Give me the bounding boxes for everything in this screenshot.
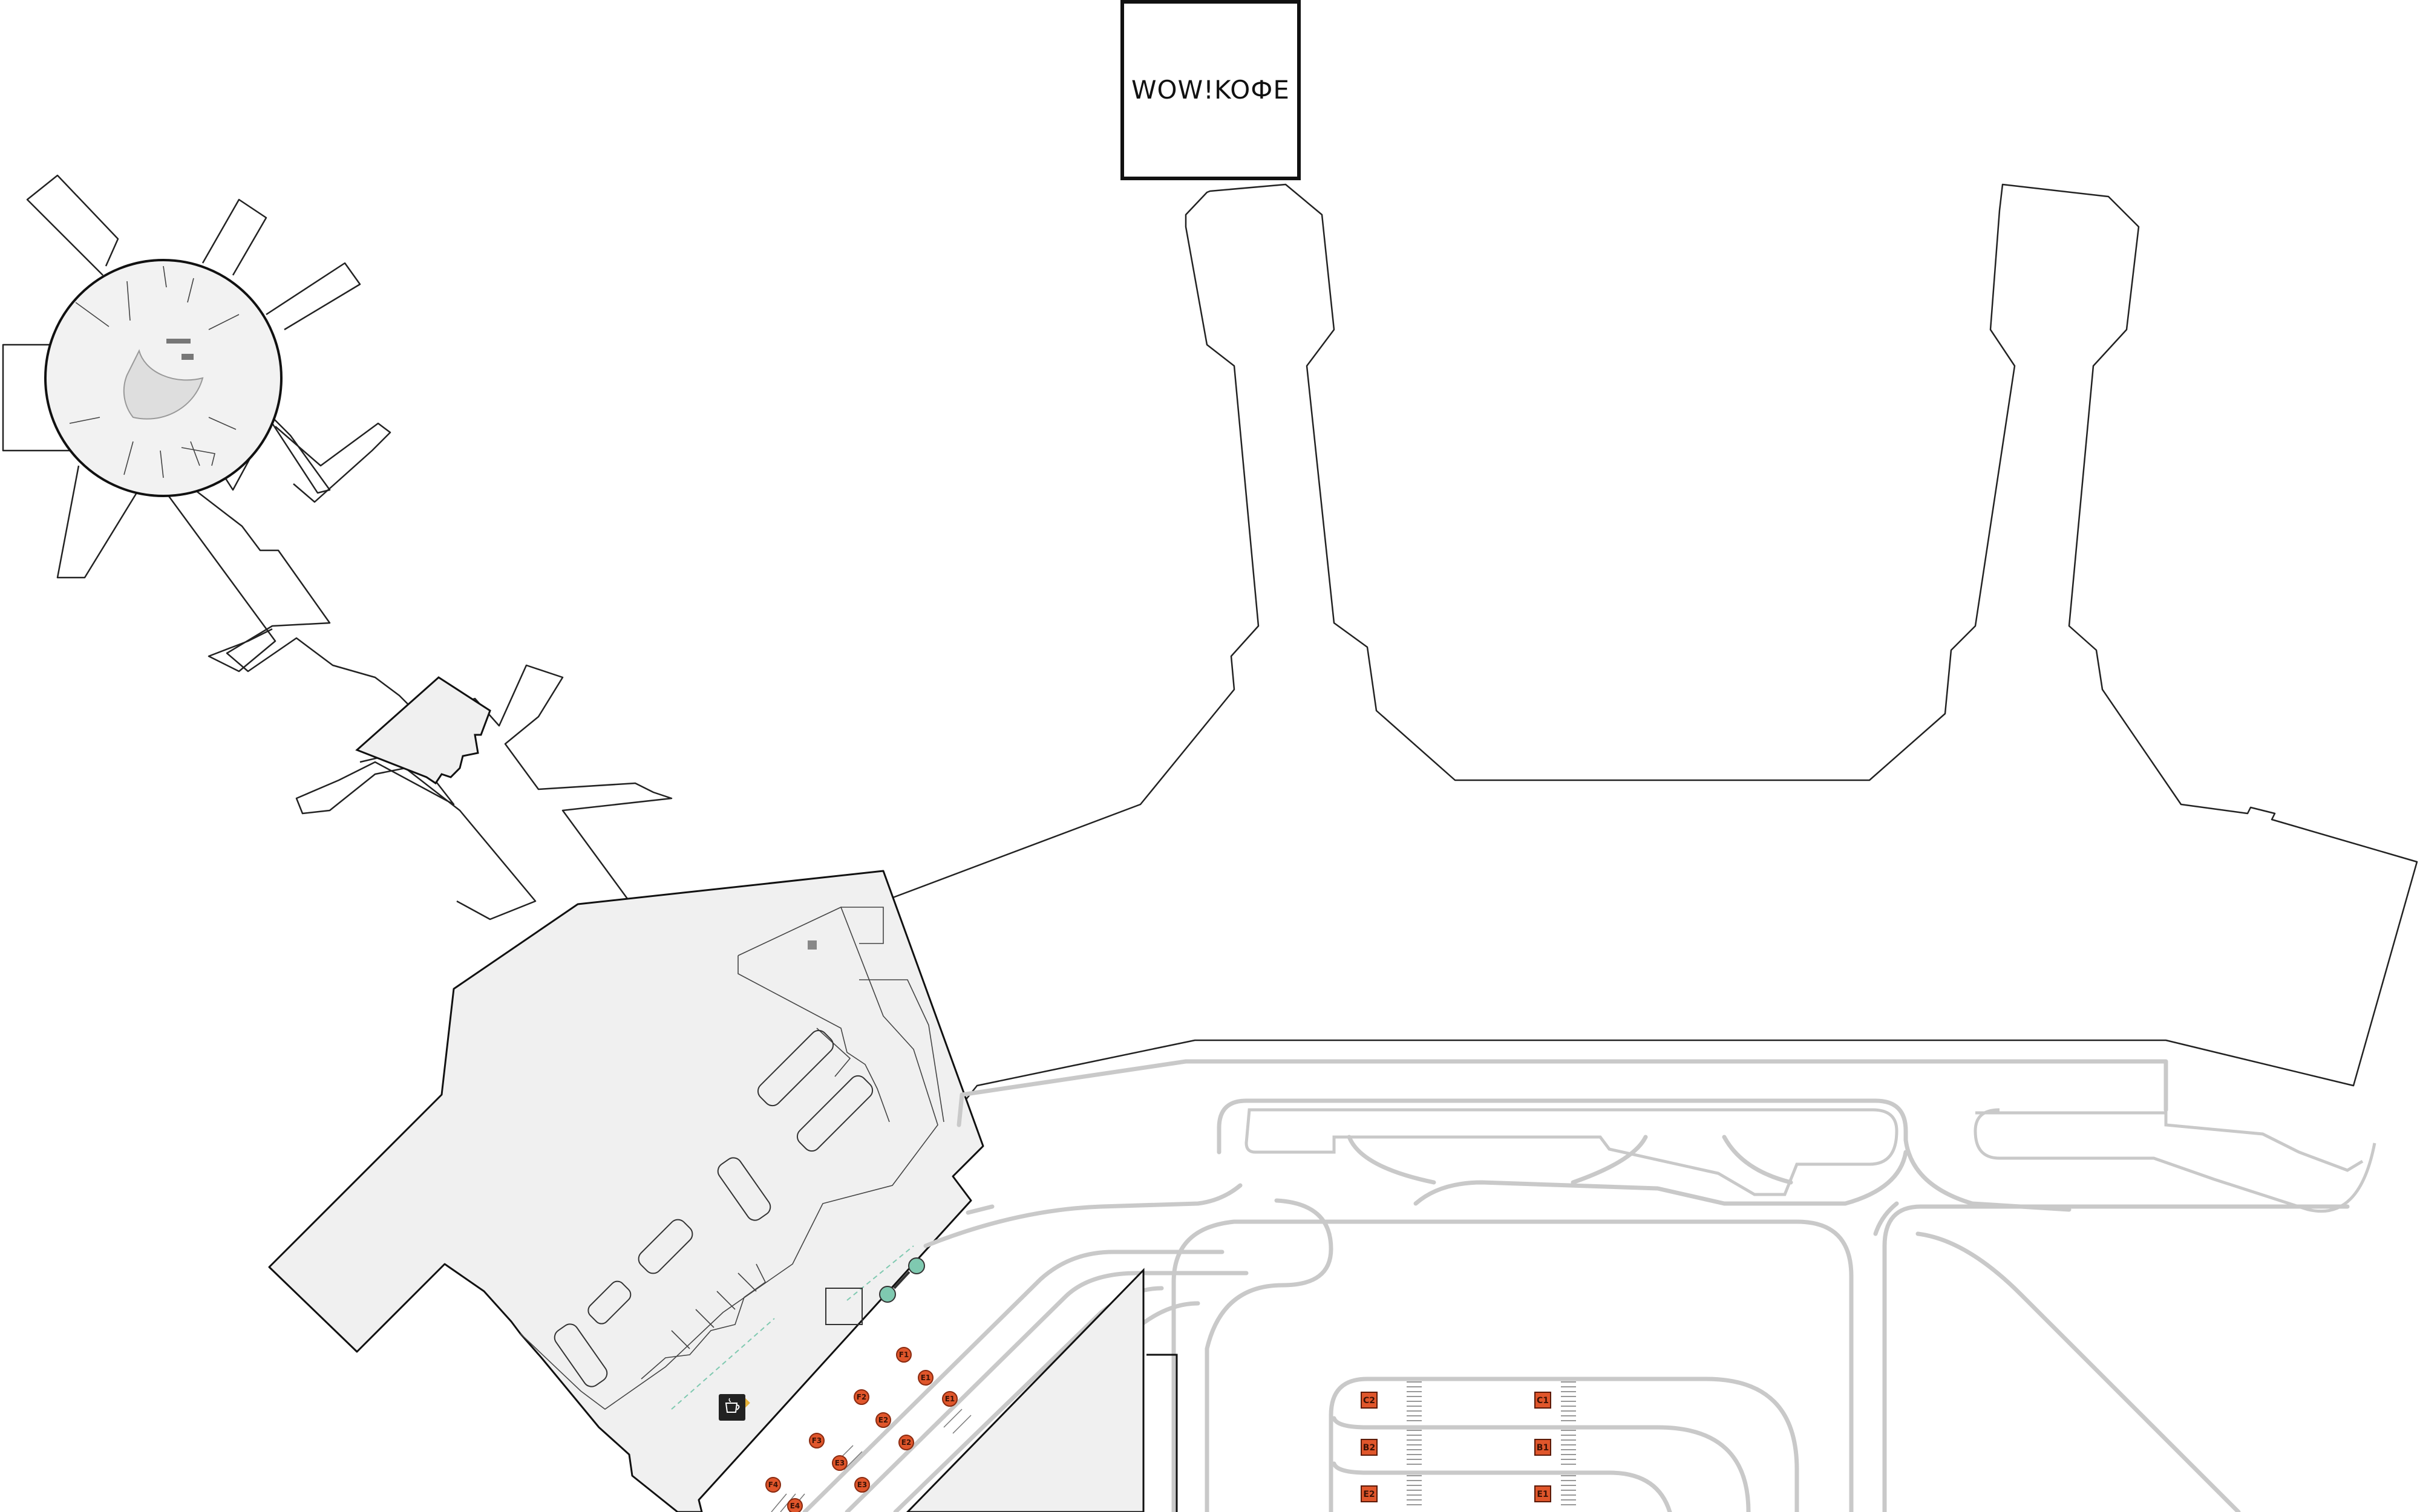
parking-zone-icon [1534,1439,1551,1456]
bus-stop-label: E1 [945,1395,955,1403]
bus-stop-icon [896,1347,912,1363]
bus-stop-icon [854,1477,870,1493]
bus-stop-marker[interactable]: E2 [875,1412,891,1428]
bus-stop-marker[interactable]: E1 [918,1370,934,1386]
bus-stop-label: F4 [768,1481,779,1489]
parking-zone-icon [1534,1392,1551,1409]
bus-stop-icon [942,1391,958,1407]
road-network [802,1059,2376,1512]
parking-zone-marker[interactable]: B1 [1534,1439,1551,1456]
bus-stop-marker[interactable]: E3 [832,1455,848,1471]
bus-stop-icon [832,1455,848,1471]
bus-stop-marker[interactable]: E4 [787,1498,803,1512]
bus-stop-marker[interactable]: E2 [898,1435,914,1450]
bus-stop-marker[interactable]: F3 [809,1433,825,1448]
parking-zone-marker[interactable]: C1 [1534,1392,1551,1409]
bus-stop-label: E3 [835,1459,845,1467]
bus-stop-label: E2 [901,1438,912,1447]
parking-zone-label: E2 [1363,1490,1375,1499]
bus-stop-marker[interactable]: F2 [854,1389,869,1405]
cafe-callout-box [1120,0,1301,180]
parking-zone-icon [1361,1485,1378,1502]
bus-stop-label: F2 [857,1393,867,1401]
terminal-building [268,870,984,1512]
bus-stop-marker[interactable]: E1 [942,1391,958,1407]
bus-stop-marker[interactable]: F4 [765,1477,781,1493]
bus-stop-icon [854,1389,869,1405]
cafe-name: WOW!KOФE [1131,75,1290,105]
coffee-cup-icon[interactable] [719,1394,745,1421]
bus-stop-icon [918,1370,934,1386]
satellite-pier [2,174,673,921]
bus-stop-icon [787,1498,803,1512]
bus-stop-label: F3 [812,1436,822,1445]
bus-stop-label: E4 [790,1502,800,1510]
main-concourse-outline [883,183,2418,1116]
bus-stop-icon [898,1435,914,1450]
cafe-callout[interactable]: WOW!KOФE [1120,0,1301,180]
shuttle-stop-icon[interactable] [879,1257,925,1303]
parking-zone-icon [1534,1485,1551,1502]
parking-zone-marker[interactable]: C2 [1361,1392,1378,1409]
parking-zone-label: B2 [1363,1443,1375,1453]
bus-stop-label: F1 [899,1351,909,1359]
parking-zone-icon [1361,1439,1378,1456]
bus-stop-label: E2 [878,1416,889,1424]
parking-zone-icon [1361,1392,1378,1409]
bus-stop-label: E3 [857,1481,868,1489]
parking-zone-marker[interactable]: E2 [1361,1485,1378,1502]
parking-zone-label: E1 [1537,1490,1548,1499]
parking-zone-marker[interactable]: B2 [1361,1439,1378,1456]
parking-zone-label: B1 [1537,1443,1549,1453]
parking-zone-label: C2 [1363,1396,1375,1406]
bus-stop-icon [765,1477,781,1493]
bus-stop-marker[interactable]: E3 [854,1477,870,1493]
bus-stop-label: E1 [921,1374,931,1382]
parking-zone-marker[interactable]: E1 [1534,1485,1551,1502]
bus-stop-icon [875,1412,891,1428]
bus-stop-marker[interactable]: F1 [896,1347,912,1363]
parking-zone-label: C1 [1537,1396,1549,1406]
bus-stop-icon [809,1433,825,1448]
